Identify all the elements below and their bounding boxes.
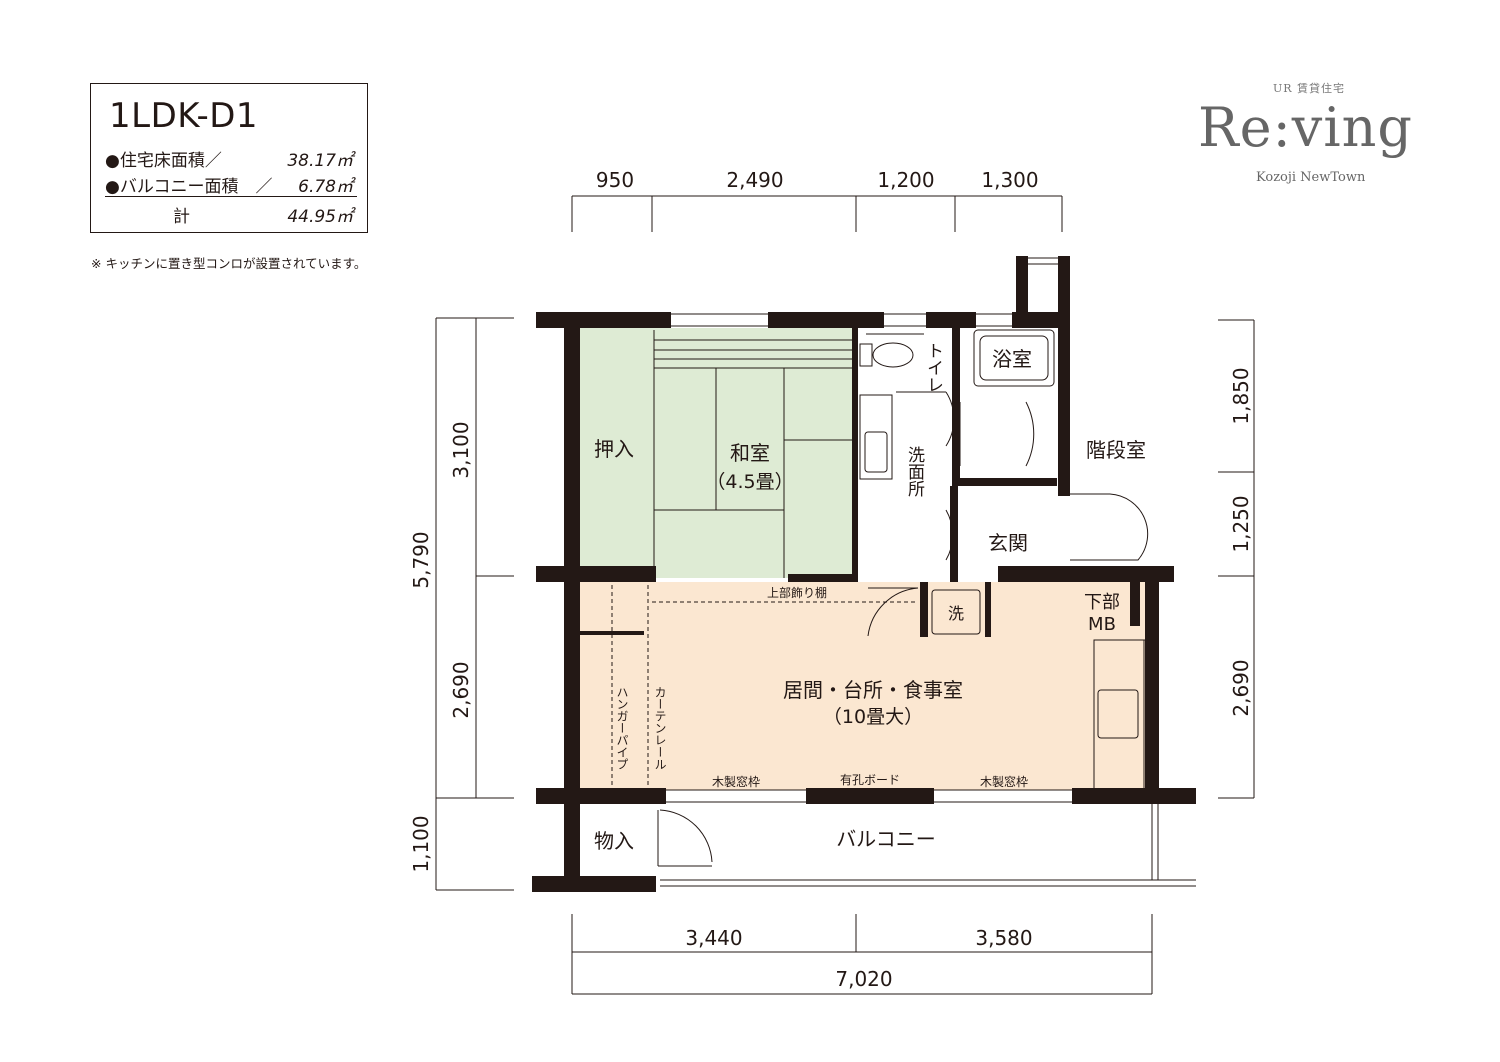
dim-bottom-1: 3,440 [685, 926, 742, 950]
dim-left-1: 3,100 [449, 421, 473, 478]
floor-area-label: ●住宅床面積／ [105, 151, 222, 171]
room-kabu: 下部 [1084, 592, 1120, 613]
room-washitsu: 和室 [730, 441, 770, 465]
room-ldk: 居間・台所・食事室 [783, 678, 963, 702]
kitchen-note: ※ キッチンに置き型コンロが設置されています。 [91, 256, 367, 271]
tatami-lines [653, 330, 852, 578]
washer-mark: 洗 [948, 604, 964, 623]
dim-bottom-2: 3,580 [975, 926, 1032, 950]
room-kaidanshitsu: 階段室 [1086, 438, 1146, 462]
total-label: 計 [173, 207, 190, 227]
dim-bottom-total: 7,020 [835, 967, 892, 991]
hanger-pipe-label: ハンガーパイプ [615, 686, 629, 770]
dim-left-2: 2,690 [449, 661, 473, 718]
room-senmenjo: 洗面所 [904, 446, 925, 497]
room-bath: 浴室 [992, 347, 1032, 371]
dim-top-1: 950 [596, 168, 634, 192]
windows [666, 313, 1072, 803]
dim-top-4: 1,300 [981, 168, 1038, 192]
fixtures [580, 257, 1196, 887]
dim-left-3: 1,100 [409, 815, 433, 872]
room-ldk-size: （10畳大） [823, 706, 923, 728]
plan-info-box: 1LDK-D1 ●住宅床面積／ 38.17㎡ ●バルコニー面積 ／ 6.78㎡ … [90, 83, 368, 233]
board-label: 有孔ボード [840, 773, 900, 787]
floor-area-value: 38.17㎡ [287, 151, 353, 171]
upper-shelf-label: 上部飾り棚 [767, 585, 827, 600]
room-washitsu-size: （4.5畳） [706, 471, 793, 493]
room-oshiire: 押入 [594, 437, 634, 461]
room-monoire: 物入 [594, 829, 634, 853]
balcony-area-value: 6.78㎡ [298, 177, 353, 197]
curtain-rail-label: カーテンレール [653, 686, 667, 770]
walls [532, 256, 1196, 892]
room-toilet: トイレ [923, 342, 943, 393]
brand-sub: UR 賃貸住宅 [1273, 82, 1346, 95]
total-divider [105, 196, 357, 197]
brand-logo: Re:ving [1198, 96, 1413, 159]
washitsu-fill [654, 328, 852, 578]
dim-right-2: 1,250 [1229, 495, 1253, 552]
brand-town: Kozoji NewTown [1256, 170, 1366, 185]
plan-name: 1LDK-D1 [109, 96, 259, 136]
window-frame-label-1: 木製窓枠 [712, 774, 760, 789]
dim-left-total: 5,790 [409, 531, 433, 588]
dim-right-1: 1,850 [1229, 367, 1253, 424]
oshiire-fill [580, 328, 654, 578]
ldk-fill [580, 582, 1145, 790]
room-genkan: 玄関 [988, 531, 1028, 555]
dim-right-3: 2,690 [1229, 659, 1253, 716]
room-balcony: バルコニー [836, 827, 936, 851]
dashed-guides [611, 585, 918, 788]
dim-top-2: 2,490 [726, 168, 783, 192]
balcony-area-label: ●バルコニー面積 ／ [105, 177, 273, 197]
dim-top-3: 1,200 [877, 168, 934, 192]
total-value: 44.95㎡ [287, 207, 353, 227]
room-mb: MB [1088, 614, 1116, 635]
window-frame-label-2: 木製窓枠 [980, 774, 1028, 789]
dimension-lines [435, 195, 1255, 995]
